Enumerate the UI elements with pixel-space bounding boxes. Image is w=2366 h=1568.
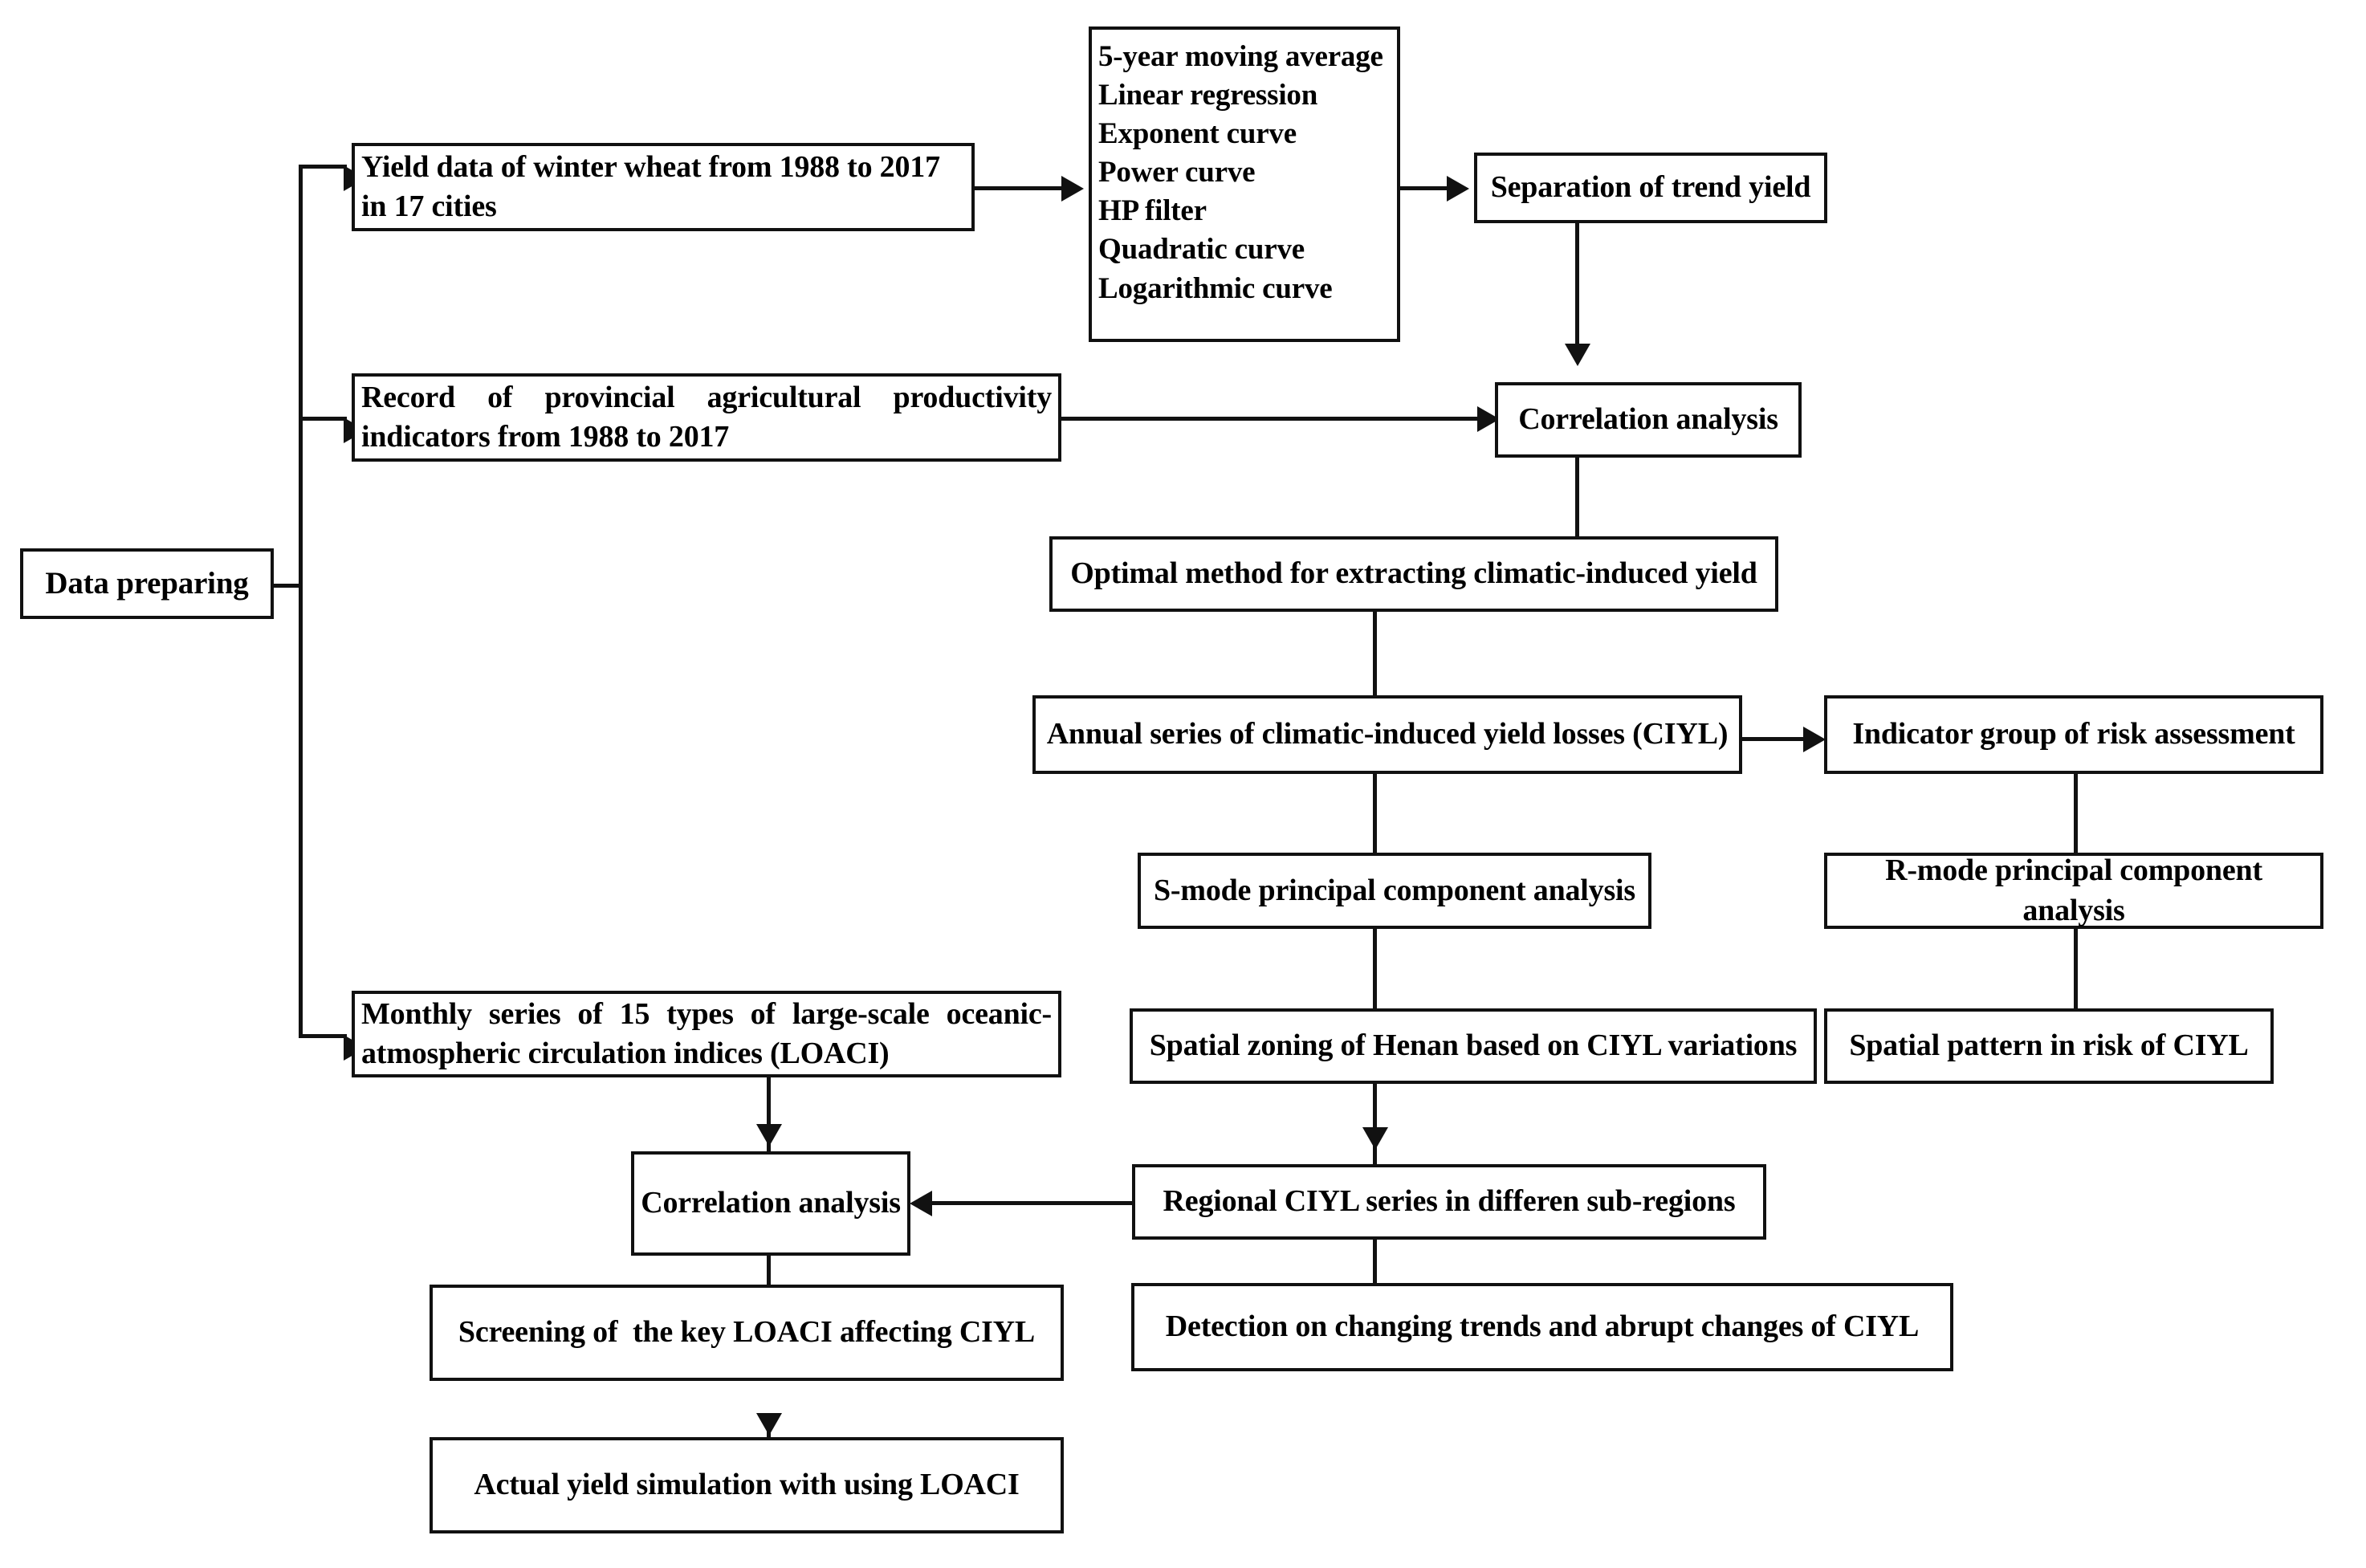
node-spatial-pattern-risk-label: Spatial pattern in risk of CIYL — [1849, 1028, 2249, 1063]
edge-methods-separation — [1399, 186, 1448, 190]
node-loaci-series-label: Monthly series of 15 types of large-scal… — [361, 996, 1052, 1070]
edge-regional-correlationbottom — [927, 1201, 1135, 1205]
arrow-separation-correlationtop — [1565, 344, 1590, 366]
node-spatial-zoning-label: Spatial zoning of Henan based on CIYL va… — [1149, 1028, 1798, 1063]
edge-trunk-yielddata — [299, 165, 347, 169]
node-screening-loaci[interactable]: Screening of the key LOACI affecting CIY… — [430, 1285, 1064, 1381]
edge-trunk-vertical — [299, 165, 303, 1037]
node-spatial-zoning[interactable]: Spatial zoning of Henan based on CIYL va… — [1130, 1008, 1817, 1084]
node-actual-yield-simulation-label: Actual yield simulation with using LOACI — [474, 1468, 1020, 1502]
edge-trunk-record — [299, 417, 347, 421]
node-r-mode-pca-label: R-mode principal component analysis — [1885, 853, 2270, 927]
node-optimal-method[interactable]: Optimal method for extracting climatic-i… — [1049, 536, 1778, 612]
node-record-indicators[interactable]: Record of provincial agricultural produc… — [352, 373, 1061, 462]
edge-rmode-pattern — [2074, 927, 2078, 1017]
node-separation-trend-yield-label: Separation of trend yield — [1490, 170, 1811, 205]
arrow-methods-separation — [1447, 176, 1469, 202]
node-record-indicators-label: Record of provincial agricultural produc… — [361, 380, 1060, 454]
edge-datapreparing-trunk — [271, 584, 302, 588]
node-correlation-analysis-top[interactable]: Correlation analysis — [1495, 382, 1802, 458]
edge-zoning-regional — [1373, 1082, 1377, 1171]
node-data-preparing[interactable]: Data preparing — [20, 548, 274, 619]
edge-annual-smode — [1373, 772, 1377, 862]
edge-regional-detection — [1373, 1238, 1377, 1325]
arrow-yielddata-methods — [1061, 176, 1084, 202]
node-annual-series-ciyl[interactable]: Annual series of climatic-induced yield … — [1032, 695, 1742, 774]
arrow-loaci-correlationbottom — [756, 1124, 782, 1146]
edge-smode-zoning — [1373, 927, 1377, 1017]
node-annual-series-ciyl-label: Annual series of climatic-induced yield … — [1046, 717, 1729, 751]
edge-separation-correlationtop — [1575, 222, 1579, 348]
node-actual-yield-simulation[interactable]: Actual yield simulation with using LOACI — [430, 1437, 1064, 1533]
arrow-screening-actual — [756, 1413, 782, 1436]
node-regional-ciyl-series[interactable]: Regional CIYL series in differen sub-reg… — [1132, 1164, 1766, 1240]
edge-yielddata-methods — [973, 186, 1063, 190]
node-s-mode-pca-label: S-mode principal component analysis — [1153, 873, 1636, 907]
edge-loaci-correlationbottom — [767, 1074, 771, 1161]
node-data-preparing-label: Data preparing — [45, 565, 249, 601]
node-indicator-group-label: Indicator group of risk assessment — [1852, 717, 2295, 751]
node-screening-loaci-label: Screening of the key LOACI affecting CIY… — [458, 1315, 1036, 1350]
node-s-mode-pca[interactable]: S-mode principal component analysis — [1138, 853, 1651, 929]
node-methods-list[interactable]: 5-year moving average Linear regression … — [1089, 26, 1400, 342]
edge-indicator-rmode — [2074, 772, 2078, 862]
node-methods-list-label: 5-year moving average Linear regression … — [1098, 40, 1383, 305]
edge-record-correlationtop — [1060, 417, 1480, 421]
node-spatial-pattern-risk[interactable]: Spatial pattern in risk of CIYL — [1824, 1008, 2274, 1084]
node-correlation-analysis-bottom-label: Correlation analysis — [641, 1186, 901, 1220]
edge-trunk-loaci — [299, 1034, 347, 1038]
node-regional-ciyl-series-label: Regional CIYL series in differen sub-reg… — [1163, 1184, 1736, 1219]
arrow-annual-indicator — [1803, 727, 1826, 752]
edge-annual-indicator — [1741, 737, 1806, 741]
node-optimal-method-label: Optimal method for extracting climatic-i… — [1070, 556, 1757, 591]
node-correlation-analysis-bottom[interactable]: Correlation analysis — [631, 1151, 910, 1256]
node-correlation-analysis-top-label: Correlation analysis — [1518, 402, 1778, 437]
node-yield-data-label: Yield data of winter wheat from 1988 to … — [361, 149, 948, 223]
node-separation-trend-yield[interactable]: Separation of trend yield — [1474, 153, 1827, 223]
arrow-zoning-regional — [1362, 1127, 1388, 1150]
node-r-mode-pca[interactable]: R-mode principal component analysis — [1824, 853, 2323, 929]
edge-optimal-annual — [1373, 610, 1377, 705]
node-loaci-series[interactable]: Monthly series of 15 types of large-scal… — [352, 991, 1061, 1077]
node-detection-trends-label: Detection on changing trends and abrupt … — [1165, 1309, 1920, 1344]
node-detection-trends[interactable]: Detection on changing trends and abrupt … — [1131, 1283, 1953, 1371]
arrow-regional-correlationbottom — [910, 1191, 932, 1216]
edge-correlationtop-optimal — [1575, 456, 1579, 554]
node-yield-data[interactable]: Yield data of winter wheat from 1988 to … — [352, 143, 975, 231]
node-indicator-group[interactable]: Indicator group of risk assessment — [1824, 695, 2323, 774]
